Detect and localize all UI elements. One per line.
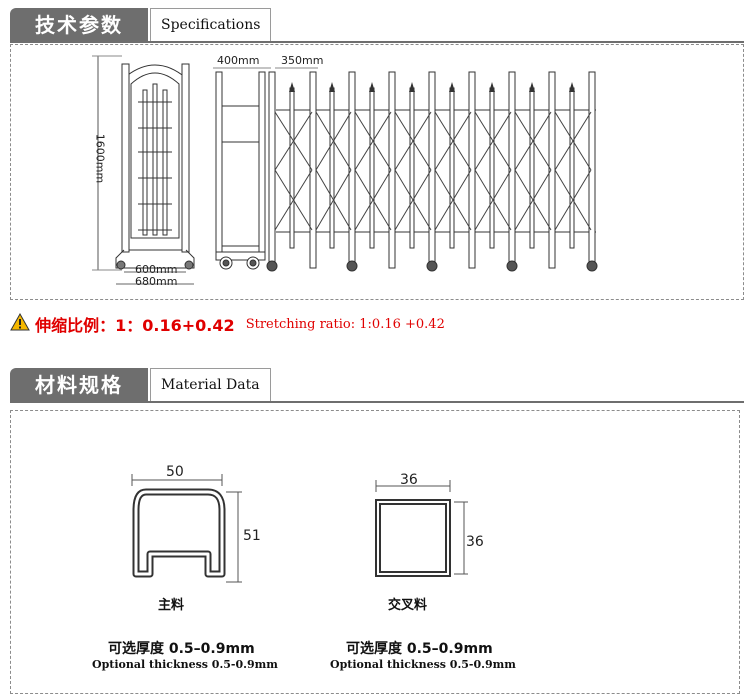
material-header-rule [10,401,744,403]
specs-frame [10,44,744,300]
stretch-ratio-cn: 伸缩比例：1：0.16+0.42 [35,316,235,335]
material-frame [10,410,740,694]
specs-header-rule [10,41,744,43]
gate-lattice [266,67,598,272]
main-profile-name: 主料 [158,598,185,613]
dim-top-right-label: 350mm [281,54,324,67]
gate-head-unit [115,63,195,270]
material-title-cn: 材料规格 [10,368,148,402]
warning-icon [10,312,30,335]
main-profile-drawing [131,474,242,583]
material-title-en: Material Data [150,368,271,402]
gate-side-view [213,67,271,270]
main-profile-height: 51 [243,528,261,544]
cross-profile-thickness-cn: 可选厚度 0.5–0.9mm [346,641,493,657]
main-profile-width: 50 [166,464,184,480]
main-profile-thickness-en: Optional thickness 0.5-0.9mm [92,658,278,671]
dim-top-left-label: 400mm [217,54,260,67]
material-section-header: 材料规格 Material Data [10,368,744,403]
dim-bottom-inner-label: 600mm [135,263,178,276]
specs-section-header: 技术参数 Specifications [10,8,744,43]
gate-technical-drawing [92,55,598,285]
specs-title-cn: 技术参数 [10,8,148,42]
dim-height-label: 1600mm [93,133,107,184]
stretch-ratio-line: 伸缩比例：1：0.16+0.42 Stretching ratio: 1:0.1… [10,312,445,336]
cross-profile-thickness-en: Optional thickness 0.5-0.9mm [330,658,516,671]
cross-profile-height: 36 [466,534,484,550]
cross-profile-width: 36 [400,472,418,488]
cross-profile-name: 交叉料 [388,598,428,613]
main-profile-thickness-cn: 可选厚度 0.5–0.9mm [108,641,255,657]
cross-profile-drawing [375,480,468,577]
stretch-ratio-en: Stretching ratio: 1:0.16 +0.42 [245,316,445,332]
dim-bottom-outer-label: 680mm [135,275,178,288]
